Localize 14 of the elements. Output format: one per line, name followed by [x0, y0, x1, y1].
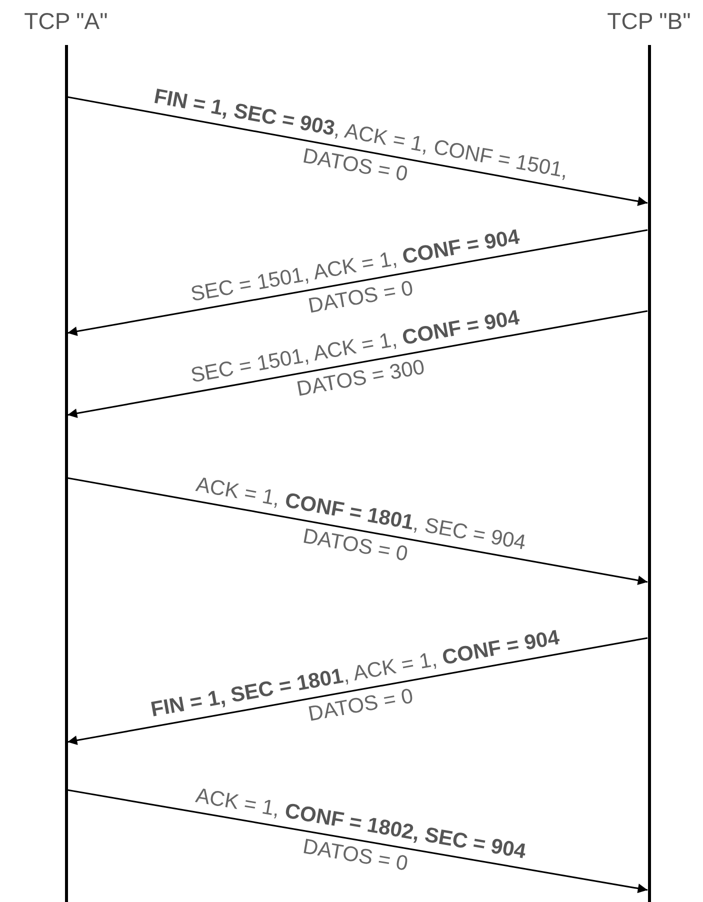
edge-label: FIN = 1, SEC = 1801, ACK = 1, CONF = 904 DATOS = 0	[148, 625, 562, 728]
message-arrow	[67, 637, 648, 746]
message-arrow	[67, 229, 648, 336]
edge-label: ACK = 1, CONF = 1802, SEC = 904 DATOS = 0	[192, 783, 528, 878]
edge-label: FIN = 1, SEC = 903, ACK = 1, CONF = 1501, DATOS = 0	[150, 84, 570, 188]
edge-label: ACK = 1, CONF = 1801, SEC = 904 DATOS = 0	[192, 472, 528, 568]
message-arrow	[67, 96, 648, 206]
lifeline	[648, 45, 650, 902]
lifeline	[64, 45, 68, 902]
message-arrow	[67, 310, 648, 418]
message-arrow	[67, 477, 648, 586]
participant-label: TCP "A"	[24, 8, 108, 35]
message-arrow	[67, 789, 648, 894]
participant-label: TCP "B"	[607, 8, 691, 35]
